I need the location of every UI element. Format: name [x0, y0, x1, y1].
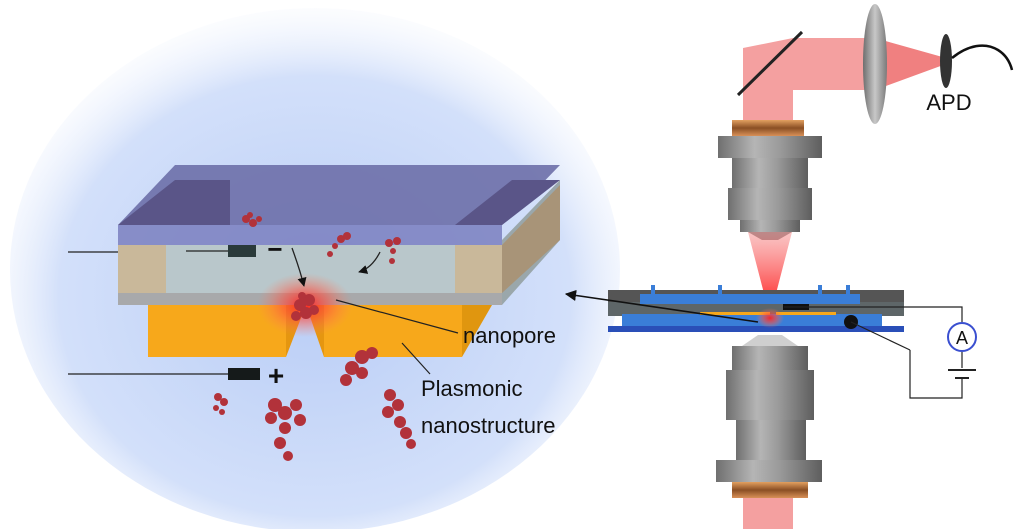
laser-beam-focus-apd: [875, 38, 946, 90]
protein-translocating: [291, 292, 319, 321]
plasmonic-callout-line: [401, 342, 431, 375]
protein-top-3: [385, 237, 401, 264]
sample-chamber: [608, 285, 904, 332]
nanopore-callout-line: [335, 299, 459, 334]
zoom-arrow: [564, 289, 759, 323]
protein-top-1: [242, 212, 262, 227]
focused-laser-cone: [748, 232, 792, 305]
mirror: [736, 30, 804, 97]
right-tan-block: [455, 245, 502, 293]
chamber-fluid-top: [640, 294, 860, 304]
left-tan-block: [118, 245, 166, 293]
gold-side: [462, 305, 492, 357]
protein-bottom-4: [382, 389, 416, 449]
measurement-circuit: A: [784, 306, 977, 399]
chamber-fluid-bottom: [622, 314, 882, 326]
protein-bottom-3: [265, 398, 306, 461]
protein-bottom-2: [213, 393, 228, 415]
apd-detector: [940, 34, 952, 88]
ammeter-label: A: [956, 328, 968, 348]
ammeter: [947, 322, 977, 352]
sample-focus-glow: [756, 308, 784, 328]
focusing-lens: [863, 4, 887, 124]
nanopore-label: nanopore: [463, 323, 556, 348]
laser-beam-mirror-turn: [743, 38, 875, 96]
upper-electrode: [228, 245, 256, 257]
apd-cable: [951, 44, 1014, 71]
optical-setup: APD: [608, 4, 1014, 529]
minus-sign: −: [267, 234, 282, 264]
plasmonic-label-line1: Plasmonic: [421, 376, 522, 401]
top-objective: [718, 120, 822, 240]
electrodes: − +: [68, 234, 284, 391]
bottom-objective: [716, 335, 822, 498]
proteins: [213, 212, 416, 461]
plus-sign: +: [268, 360, 284, 391]
right-tan-side: [502, 185, 560, 293]
chamber-bottom-glass: [608, 326, 904, 332]
translocation-arrow-1: [291, 247, 307, 287]
left-pad-top: [118, 180, 230, 225]
translocation-arrow-2: [358, 251, 381, 274]
protein-bottom-1: [340, 347, 378, 386]
protein-top-2: [327, 232, 351, 257]
chamber-gold-film-2: [776, 312, 836, 315]
chamber-gold-film: [700, 312, 770, 315]
plasmonic-label-line2: nanostructure: [421, 413, 556, 438]
lower-electrode: [228, 368, 260, 380]
right-pad-top: [455, 180, 560, 225]
chip-front-face: [118, 225, 502, 245]
apd-label: APD: [926, 90, 971, 115]
